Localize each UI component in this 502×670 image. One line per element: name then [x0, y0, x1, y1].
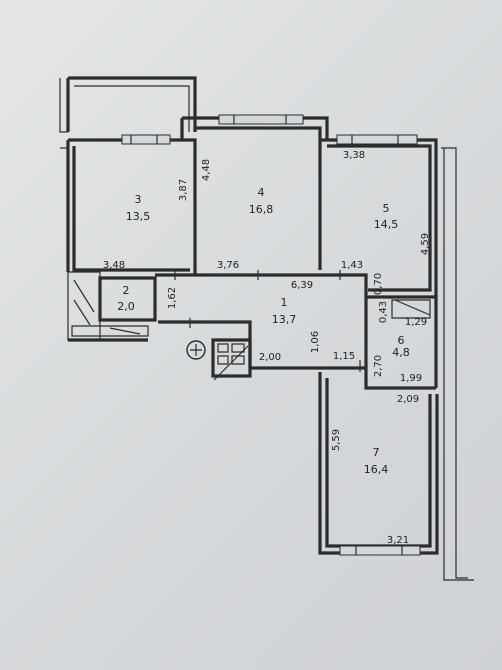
dim-label: 1,43: [341, 260, 363, 271]
room-1-number: 1: [281, 296, 288, 309]
dim-label: 2,70: [373, 355, 384, 377]
doors: [154, 270, 367, 372]
dim-label: 3,87: [178, 179, 189, 201]
room-labels: 3 13,5 4 16,8 5 14,5 2 2,0 1 13,7 6 4,8 …: [117, 186, 410, 476]
dim-label: 6,39: [291, 280, 313, 291]
dim-label: 5,59: [331, 429, 342, 451]
dim-label: 1,62: [167, 287, 178, 309]
dim-label: 1,29: [405, 317, 427, 328]
windows: [121, 114, 421, 556]
room-4-number: 4: [258, 186, 265, 199]
room-7-number: 7: [373, 446, 380, 459]
dim-label: 4,48: [201, 159, 212, 181]
balcony: [66, 76, 197, 132]
room-3-area: 13,5: [126, 210, 151, 223]
dimension-labels: 3,87 4,48 3,38 4,59 3,48 3,76 6,39 1,43 …: [103, 150, 431, 546]
dim-label: 1,15: [333, 351, 355, 362]
walls: [66, 116, 439, 555]
room-5-number: 5: [383, 202, 390, 215]
room-5-area: 14,5: [374, 218, 399, 231]
room-3-number: 3: [135, 193, 142, 206]
dim-label: 2,09: [397, 394, 419, 405]
dim-label: 3,21: [387, 535, 409, 546]
dim-label: 2,00: [259, 352, 281, 363]
room-1-area: 13,7: [272, 313, 297, 326]
entrance-icon: [186, 340, 206, 360]
dim-label: 0,70: [373, 273, 384, 295]
dim-label: 3,48: [103, 260, 125, 271]
room-7-area: 16,4: [364, 463, 389, 476]
dim-label: 1,06: [310, 331, 321, 353]
dim-label: 1,99: [400, 373, 422, 384]
room-2-area: 2,0: [117, 300, 135, 313]
dim-label: 4,59: [420, 233, 431, 255]
dim-label: 3,76: [217, 260, 239, 271]
dim-label: 0,43: [378, 301, 389, 323]
room-6-number: 6: [398, 334, 405, 347]
dim-label: 3,38: [343, 150, 365, 161]
room-6-area: 4,8: [392, 346, 410, 359]
building-outline: [59, 78, 474, 581]
room-2-number: 2: [123, 284, 130, 297]
room-4-area: 16,8: [249, 203, 274, 216]
